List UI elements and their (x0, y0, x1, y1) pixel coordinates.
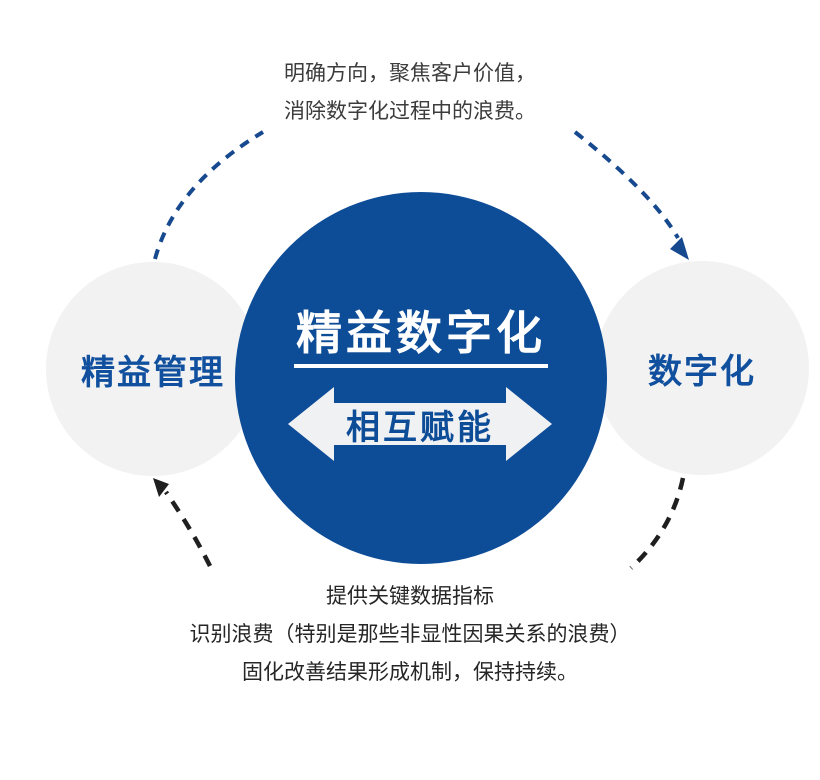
double-headed-arrow-shape (288, 387, 552, 461)
top-annotation: 明确方向，聚焦客户价值， 消除数字化过程中的浪费。 (0, 54, 820, 130)
top-arc-arrowhead-icon (670, 237, 689, 260)
bottom-annotation-line3: 固化改善结果形成机制，保持持续。 (242, 660, 578, 684)
top-arc-right-segment (573, 130, 680, 240)
right-circle-label: 数字化 (648, 351, 756, 392)
double-headed-arrow-icon (288, 387, 552, 461)
bottom-annotation-line2: 识别浪费（特别是那些非显性因果关系的浪费） (189, 622, 631, 646)
bottom-arc-right-segment (629, 477, 686, 570)
bottom-annotation-line1: 提供关键数据指标 (326, 584, 494, 608)
bottom-annotation: 提供关键数据指标 识别浪费（特别是那些非显性因果关系的浪费） 固化改善结果形成机… (0, 577, 820, 691)
top-arc-left-segment (153, 130, 265, 260)
center-circle-title: 精益数字化 (294, 310, 548, 368)
bottom-arc-arrowhead-icon (153, 478, 169, 497)
right-circle-digitalization: 数字化 (595, 261, 809, 475)
top-annotation-line1: 明确方向，聚焦客户价值， (284, 61, 536, 85)
top-annotation-line2: 消除数字化过程中的浪费。 (284, 99, 536, 123)
mutual-empowerment-arrow-icon: 相互赋能 (288, 387, 552, 461)
mutual-arrow-label: 相互赋能 (346, 407, 494, 448)
center-title-wrap: 精益数字化 (235, 310, 607, 368)
center-circle-lean-digitalization: 精益数字化 相互赋能 (235, 192, 607, 564)
left-circle-label: 精益管理 (81, 352, 225, 393)
bottom-arc-left-segment (164, 490, 213, 568)
left-circle-lean-management: 精益管理 (46, 262, 260, 476)
